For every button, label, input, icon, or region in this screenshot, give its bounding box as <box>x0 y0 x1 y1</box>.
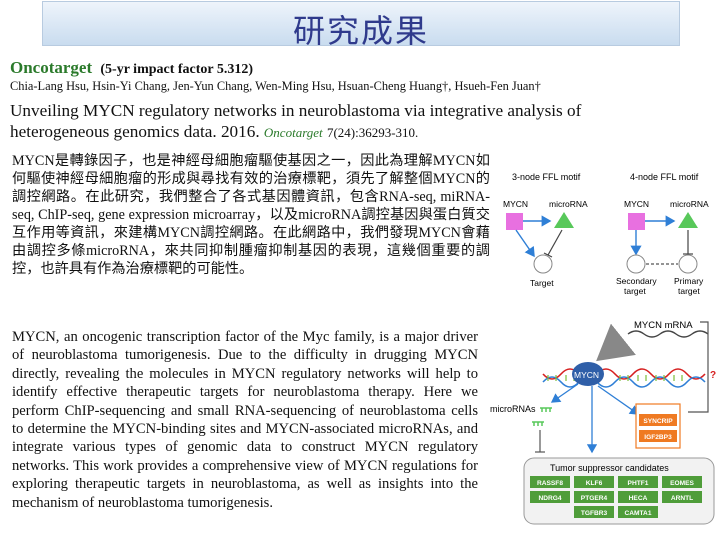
target-label: Target <box>530 278 554 288</box>
gene-arntl-label: ARNTL <box>671 495 693 502</box>
paper-citation: Unveiling MYCN regulatory networks in ne… <box>10 100 620 143</box>
rbp-gene-syncrip-box <box>639 414 677 426</box>
ffl-motif-figure: 3-node FFL motif 4-node FFL motif MYCN m… <box>503 172 709 296</box>
impact-factor: (5-yr impact factor 5.312) <box>100 62 254 77</box>
gene-camta1-box <box>618 506 658 518</box>
chinese-summary: MYCN是轉錄因子，也是神經母細胞瘤驅使基因之一，因此為理解MYCN如何驅使神經… <box>12 153 490 277</box>
mycn-label-4: MYCN <box>624 199 649 209</box>
mycn-protein <box>572 362 604 386</box>
gene-tgfbr3-box <box>574 506 614 518</box>
gene-eomes-box <box>662 476 702 488</box>
microrna-node-4 <box>678 212 698 228</box>
mycn-label-3: MYCN <box>503 199 528 209</box>
micrornas-label: microRNAs <box>490 404 536 414</box>
english-summary: MYCN, an oncogenic transcription factor … <box>12 329 478 511</box>
microrna-node-3 <box>554 212 574 228</box>
target-node-3 <box>533 254 553 274</box>
gene-phtf1-label: PHTF1 <box>628 480 649 487</box>
citation-volume-pages: 7(24):36293-310. <box>326 125 419 140</box>
gene-tgfbr3-label: TGFBR3 <box>581 510 608 517</box>
gene-heca-label: HECA <box>629 495 648 502</box>
gene-rassf8-label: RASSF8 <box>537 480 563 487</box>
primary-target-node <box>678 254 698 274</box>
primary-target-label-2: target <box>678 286 700 296</box>
microrna-glyphs <box>532 407 552 426</box>
gene-arntl-box <box>662 491 702 503</box>
mycn-mrna-strand <box>627 330 709 338</box>
gene-heca-box <box>618 491 658 503</box>
three-node-title: 3-node FFL motif <box>512 172 581 182</box>
tumor-suppressor-title: Tumor suppressor candidates <box>550 463 669 473</box>
rbp-gene-syncrip-label: SYNCRIP <box>643 418 673 425</box>
mycn-network-figure: MYCN mRNA ? MYCN microRNAs SYNCRIP IGF2BP… <box>490 320 716 525</box>
translation-arrow <box>596 323 636 362</box>
citation-journal: Oncotarget <box>263 125 323 140</box>
gene-ptger4-label: PTGER4 <box>581 495 608 502</box>
dna-helix <box>542 368 706 380</box>
microrna-label-3: microRNA <box>549 199 588 209</box>
mycn-node-3 <box>506 213 523 230</box>
paper-title: Unveiling MYCN regulatory networks in ne… <box>10 101 582 141</box>
four-node-title: 4-node FFL motif <box>630 172 699 182</box>
slide-title: 研究成果 <box>292 13 429 49</box>
gene-ptger4-box <box>574 491 614 503</box>
gene-ndrg4-label: NDRG4 <box>538 495 561 502</box>
journal-line: Oncotarget (5-yr impact factor 5.312) <box>10 58 253 78</box>
mycn-mrna-label: MYCN mRNA <box>634 320 693 331</box>
question-mark: ? <box>710 370 716 381</box>
gene-klf6-label: KLF6 <box>586 480 603 487</box>
rbp-gene-igf2bp3-label: IGF2BP3 <box>644 434 672 441</box>
gene-ndrg4-box <box>530 491 570 503</box>
rbp-gene-igf2bp3-box <box>639 430 677 442</box>
gene-phtf1-box <box>618 476 658 488</box>
mycn-protein-label: MYCN <box>574 370 599 380</box>
mycn-node-4 <box>628 213 645 230</box>
gene-rassf8-box <box>530 476 570 488</box>
secondary-target-node <box>626 254 646 274</box>
secondary-target-label-1: Secondary <box>616 276 657 286</box>
gene-eomes-label: EOMES <box>670 480 694 487</box>
gene-camta1-label: CAMTA1 <box>625 510 652 517</box>
secondary-target-label-2: target <box>624 286 646 296</box>
journal-name: Oncotarget <box>10 58 93 77</box>
title-banner: 研究成果 <box>42 1 680 49</box>
microrna-label-4: microRNA <box>670 199 709 209</box>
gene-klf6-box <box>574 476 614 488</box>
authors: Chia-Lang Hsu, Hsin-Yi Chang, Jen-Yun Ch… <box>10 79 541 93</box>
primary-target-label-1: Primary <box>674 276 704 286</box>
